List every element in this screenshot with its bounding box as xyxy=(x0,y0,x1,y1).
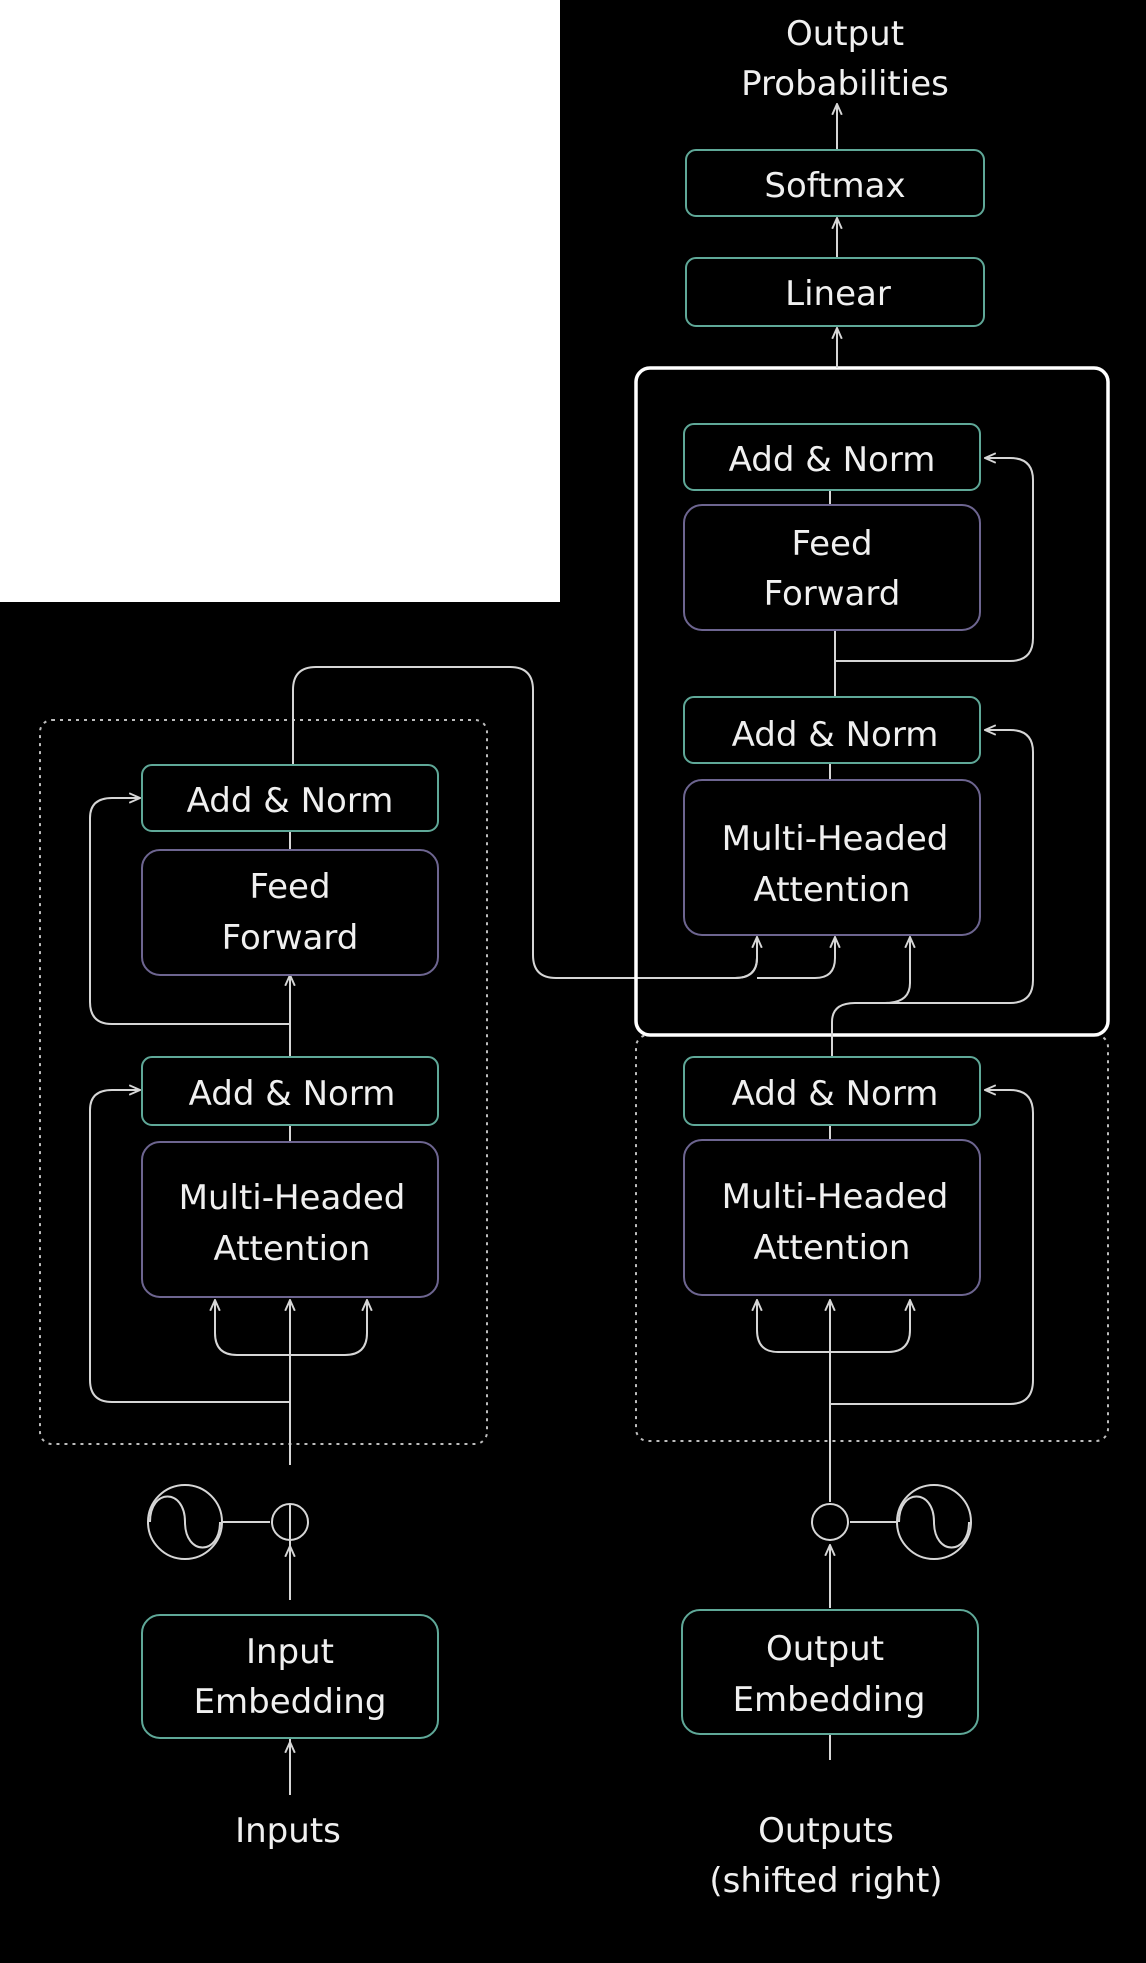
decoder-cross-attention-label-1: Multi-Headed xyxy=(722,819,949,859)
decoder-sine-wave-icon xyxy=(898,1495,970,1549)
decoder-add-norm-top xyxy=(683,423,981,491)
output-probabilities-label-2: Probabilities xyxy=(741,64,949,104)
encoder-inputs-label: Inputs xyxy=(235,1811,341,1851)
linear-box xyxy=(685,257,985,327)
decoder-add-norm-bottom-label: Add & Norm xyxy=(732,1074,939,1114)
encoder-add-norm-bottom xyxy=(141,1056,439,1126)
encoder-feed-forward xyxy=(141,849,439,976)
decoder-attn-right-arrow xyxy=(830,1300,910,1353)
decoder-outputs-label-2: (shifted right) xyxy=(709,1861,942,1901)
encoder-input-embedding-label-2: Embedding xyxy=(194,1682,387,1722)
decoder-cross-attention xyxy=(683,779,981,936)
decoder-positional-encoding-icon xyxy=(896,1484,972,1560)
encoder-self-attention-label-2: Attention xyxy=(214,1229,371,1269)
linear-label: Linear xyxy=(785,274,891,314)
decoder-self-attention-label-1: Multi-Headed xyxy=(722,1177,949,1217)
encoder-add-norm-top xyxy=(141,764,439,832)
encoder-add-norm-top-label: Add & Norm xyxy=(187,781,394,821)
decoder-outputs-label-1: Outputs xyxy=(758,1811,894,1851)
decoder-residual-2 xyxy=(885,730,1034,1004)
decoder-residual-3 xyxy=(835,458,1034,662)
decoder-feed-forward xyxy=(683,504,981,631)
encoder-input-embedding-label-1: Input xyxy=(246,1632,334,1672)
encoder-add-norm-bottom-label: Add & Norm xyxy=(189,1074,396,1114)
decoder-add-norm-mid xyxy=(683,696,981,764)
decoder-self-attention-label-2: Attention xyxy=(754,1228,911,1268)
encoder-feed-forward-label-2: Forward xyxy=(222,918,359,958)
encoder-residual-1 xyxy=(89,1090,290,1403)
decoder-output-embedding-label-1: Output xyxy=(766,1629,884,1669)
decoder-add-circle-icon xyxy=(811,1503,849,1541)
encoder-residual-2 xyxy=(89,798,290,1025)
encoder-add-circle-icon xyxy=(271,1503,309,1541)
decoder-feed-forward-label-2: Forward xyxy=(764,574,901,614)
decoder-add-norm-mid-label: Add & Norm xyxy=(732,715,939,755)
encoder-self-attention xyxy=(141,1141,439,1298)
output-probabilities-label-1: Output xyxy=(786,14,904,54)
encoder-sine-wave-icon xyxy=(149,1495,221,1549)
blank-white-area xyxy=(0,0,560,602)
decoder-feed-forward-label-1: Feed xyxy=(791,524,872,564)
decoder-cross-attention-label-2: Attention xyxy=(754,870,911,910)
softmax-label: Softmax xyxy=(764,166,905,206)
decoder-attn-left-arrow xyxy=(757,1300,830,1353)
softmax-box xyxy=(685,149,985,217)
cross-attn-second-arrow xyxy=(734,937,835,979)
encoder-self-attention-label-1: Multi-Headed xyxy=(179,1178,406,1218)
decoder-query-arrow xyxy=(831,937,910,1057)
decoder-highlight-box xyxy=(634,366,1110,1037)
decoder-residual-1 xyxy=(830,1090,1034,1405)
encoder-attn-left-arrow xyxy=(215,1300,290,1356)
decoder-output-embedding xyxy=(681,1609,979,1735)
decoder-output-embedding-label-2: Embedding xyxy=(733,1680,926,1720)
decoder-add-norm-bottom xyxy=(683,1056,981,1126)
encoder-input-embedding xyxy=(141,1614,439,1739)
decoder-add-norm-top-label: Add & Norm xyxy=(729,440,936,480)
encoder-block-outline xyxy=(39,719,488,1445)
encoder-attn-right-arrow xyxy=(290,1300,367,1356)
encoder-feed-forward-label-1: Feed xyxy=(249,867,330,907)
decoder-self-attention xyxy=(683,1139,981,1296)
